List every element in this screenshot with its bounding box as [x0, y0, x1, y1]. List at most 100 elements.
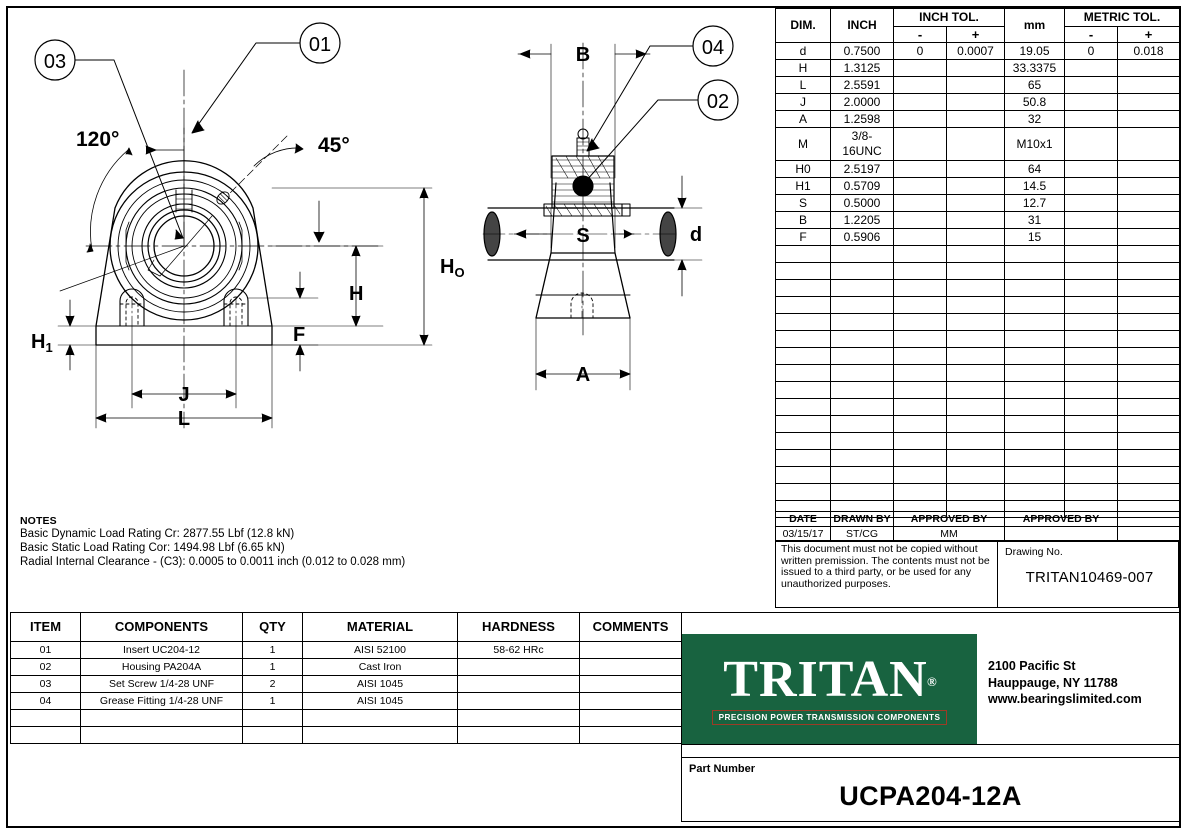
dimension-cell-inch: 1.2205 — [830, 211, 894, 229]
dimension-cell-empty — [893, 466, 947, 484]
dimension-cell-empty — [893, 245, 947, 263]
dimension-row-empty — [775, 279, 1181, 297]
dimension-cell-inch: 3/8-16UNC — [830, 127, 894, 161]
label-date: DATE — [775, 511, 831, 527]
dimension-cell-empty — [1116, 279, 1181, 297]
drawing-labels: 03 01 04 02 120° 45° HO H H1 F J L B S d… — [31, 34, 729, 430]
dimension-cell-empty — [1064, 415, 1118, 433]
value-approval-blank — [1117, 526, 1180, 542]
dimension-cell-metric-tol-plus — [1116, 177, 1181, 195]
dimension-cell-empty — [830, 347, 894, 365]
dimension-cell-inch-tol-plus — [946, 76, 1005, 94]
dimension-cell-empty — [775, 466, 831, 484]
dimension-cell-empty — [1004, 279, 1065, 297]
balloon-04-label: 04 — [702, 37, 724, 59]
bom-cell-comments — [579, 675, 682, 693]
dimension-cell-empty — [830, 313, 894, 331]
dim-H-label: H — [349, 283, 363, 305]
dimension-cell-metric-tol-minus — [1064, 228, 1118, 246]
label-approved-by-2: APPROVED BY — [1004, 511, 1118, 527]
dimension-cell-dim: H1 — [775, 177, 831, 195]
dimension-cell-metric-tol-minus — [1064, 177, 1118, 195]
bom-header-row: ITEM COMPONENTS QTY MATERIAL HARDNESS CO… — [10, 612, 682, 642]
header-dim: DIM. — [775, 8, 831, 43]
dimension-cell-metric-tol-minus — [1064, 211, 1118, 229]
bom-cell-qty: 1 — [242, 658, 303, 676]
dimension-cell-empty — [1064, 466, 1118, 484]
dimension-cell-empty — [1004, 449, 1065, 467]
dimension-cell-inch-tol-plus — [946, 177, 1005, 195]
front-view — [34, 22, 433, 429]
dimension-cell-empty — [775, 279, 831, 297]
dimension-row-empty — [775, 330, 1181, 348]
address-line-3[interactable]: www.bearingslimited.com — [988, 692, 1142, 706]
bom-cell-material: AISI 1045 — [302, 692, 458, 710]
dimension-cell-metric-tol-plus — [1116, 228, 1181, 246]
dimension-cell-dim: d — [775, 42, 831, 60]
dim-B-label: B — [576, 44, 590, 66]
dimension-cell-empty — [1064, 262, 1118, 280]
dimension-cell-empty — [946, 432, 1005, 450]
dim-H1-label: H1 — [31, 331, 53, 355]
bom-cell-item: 02 — [10, 658, 81, 676]
bom-cell-hardness — [457, 692, 580, 710]
dimension-cell-inch: 2.5591 — [830, 76, 894, 94]
bom-cell-hardness — [457, 658, 580, 676]
balloon-03-label: 03 — [44, 51, 66, 73]
dimension-cell-empty — [1116, 415, 1181, 433]
tagline-box: PRECISION POWER TRANSMISSION COMPONENTS — [711, 709, 948, 725]
dimension-cell-metric-tol-plus — [1116, 59, 1181, 77]
dim-H0-label: HO — [440, 256, 465, 280]
dimension-cell-empty — [1004, 245, 1065, 263]
dimension-cell-empty — [1064, 381, 1118, 399]
angle-120-label: 120° — [76, 128, 119, 151]
dimension-cell-empty — [946, 262, 1005, 280]
bom-header-item: ITEM — [10, 612, 81, 642]
dim-S-label: S — [576, 225, 589, 247]
bom-cell-comments — [579, 641, 682, 659]
copyright-notice: This document must not be copied without… — [776, 541, 998, 607]
dimension-cell-metric-tol-plus — [1116, 76, 1181, 94]
dimension-row-empty — [775, 398, 1181, 416]
bom-cell-item: 03 — [10, 675, 81, 693]
header-mm: mm — [1004, 8, 1065, 43]
dimension-cell-empty — [893, 296, 947, 314]
dimension-cell-empty — [946, 466, 1005, 484]
dim-L-label: L — [178, 408, 190, 430]
part-number-block: Part Number UCPA204-12A — [681, 757, 1180, 822]
dimension-cell-empty — [1004, 262, 1065, 280]
dimension-cell-metric-tol-plus — [1116, 93, 1181, 111]
bom-cell-empty — [242, 726, 303, 744]
dimension-cell-empty — [946, 347, 1005, 365]
dimension-cell-inch-tol-plus — [946, 110, 1005, 128]
bom-row-empty — [10, 726, 682, 744]
angle-45-label: 45° — [318, 134, 350, 157]
dimension-cell-empty — [830, 364, 894, 382]
dimension-cell-inch: 2.5197 — [830, 160, 894, 178]
dimension-cell-empty — [775, 262, 831, 280]
tritan-wordmark-text: TRITAN — [723, 650, 928, 708]
dimension-cell-inch-tol-minus — [893, 160, 947, 178]
dimension-cell-empty — [830, 483, 894, 501]
dimension-row-empty — [775, 364, 1181, 382]
bom-cell-empty — [302, 709, 458, 727]
dimension-cell-empty — [1064, 449, 1118, 467]
bom-cell-empty — [457, 709, 580, 727]
dimension-cell-empty — [1116, 466, 1181, 484]
dimension-cell-metric-tol-plus: 0.018 — [1116, 42, 1181, 60]
dimension-cell-metric-tol-minus — [1064, 194, 1118, 212]
dimension-cell-empty — [775, 449, 831, 467]
bom-cell-qty: 2 — [242, 675, 303, 693]
dimension-row-empty — [775, 347, 1181, 365]
dimension-cell-mm: 14.5 — [1004, 177, 1065, 195]
dimension-row-empty — [775, 449, 1181, 467]
bom-cell-item: 04 — [10, 692, 81, 710]
dimension-cell-empty — [893, 398, 947, 416]
bom-cell-empty — [10, 726, 81, 744]
